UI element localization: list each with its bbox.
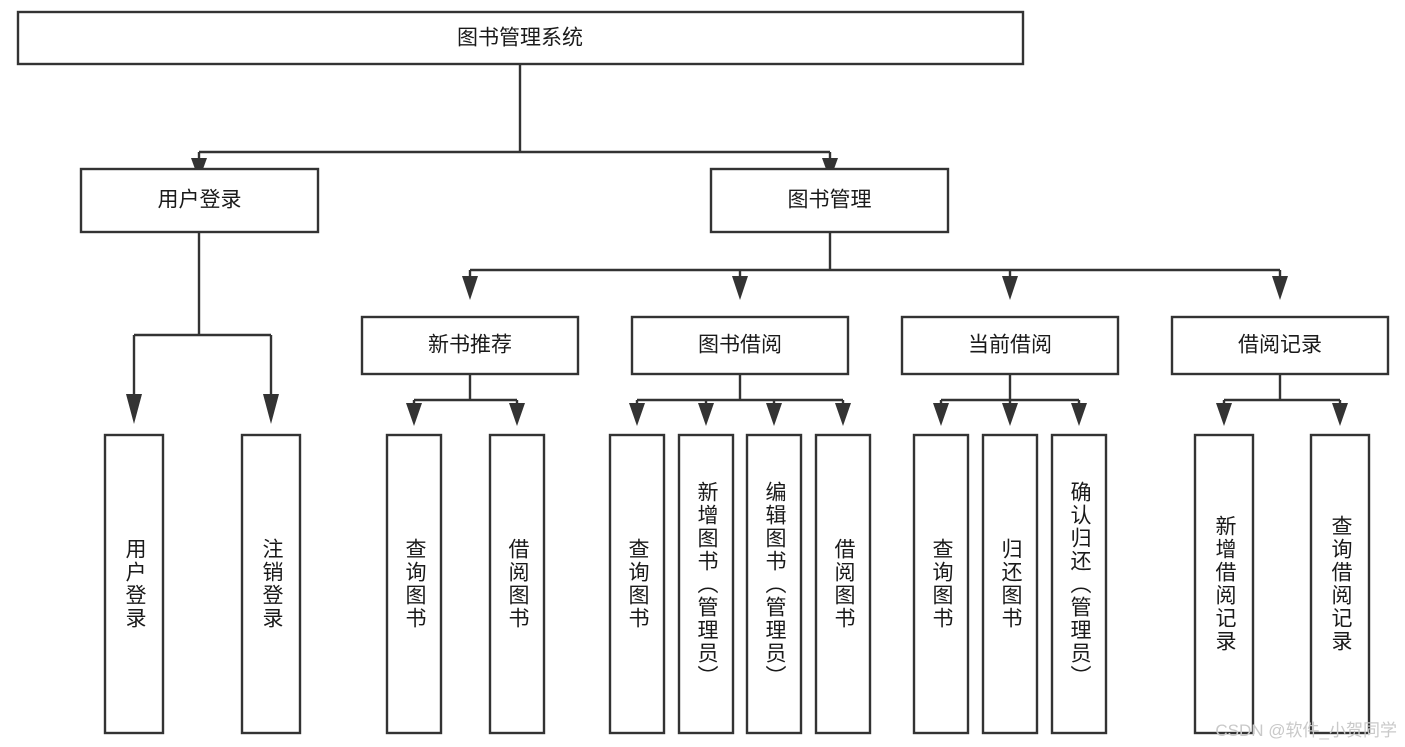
node-book-borrow-label: 图书借阅 (698, 334, 782, 357)
node-user-login[interactable]: 用户登录 (79, 167, 320, 234)
leaf-box-query-book-2[interactable] (608, 433, 666, 735)
node-borrow-record-label: 借阅记录 (1238, 334, 1322, 357)
connector-root-to-level2 (191, 64, 838, 180)
node-user-login-label: 用户登录 (158, 189, 242, 212)
leaf-box-logout[interactable] (240, 433, 302, 735)
connector-level2-booking-to-level3 (462, 232, 1288, 300)
leaf-box-confirm-return-admin[interactable] (1050, 433, 1108, 735)
leaf-box-add-borrow-record[interactable] (1193, 433, 1255, 735)
leaf-box-query-book-1[interactable] (385, 433, 443, 735)
node-root-label: 图书管理系统 (457, 27, 583, 50)
node-borrow-record[interactable]: 借阅记录 (1170, 315, 1390, 376)
leaf-box-query-borrow-record[interactable] (1309, 433, 1371, 735)
node-root-system[interactable]: 图书管理系统 (16, 10, 1025, 66)
leaf-box-borrow-book-1[interactable] (488, 433, 546, 735)
connector-new-book-to-leaves (406, 374, 525, 426)
connector-current-borrow-to-leaves (933, 374, 1087, 426)
leaf-box-add-book-admin[interactable] (677, 433, 735, 735)
leaf-box-borrow-book-2[interactable] (814, 433, 872, 735)
leaf-box-user-login[interactable] (103, 433, 165, 735)
node-book-borrow[interactable]: 图书借阅 (630, 315, 850, 376)
leaf-box-edit-book-admin[interactable] (745, 433, 803, 735)
node-new-book-recommend[interactable]: 新书推荐 (360, 315, 580, 376)
leaf-box-return-book[interactable] (981, 433, 1039, 735)
connector-borrow-record-to-leaves (1216, 374, 1348, 426)
connector-user-login-to-leaves (126, 232, 279, 424)
node-book-management-label: 图书管理 (788, 189, 872, 212)
node-current-borrow-label: 当前借阅 (968, 334, 1052, 357)
leaf-box-query-book-3[interactable] (912, 433, 970, 735)
connector-book-borrow-to-leaves (629, 374, 851, 426)
node-current-borrow[interactable]: 当前借阅 (900, 315, 1120, 376)
node-book-management[interactable]: 图书管理 (709, 167, 950, 234)
node-new-book-recommend-label: 新书推荐 (428, 334, 512, 357)
